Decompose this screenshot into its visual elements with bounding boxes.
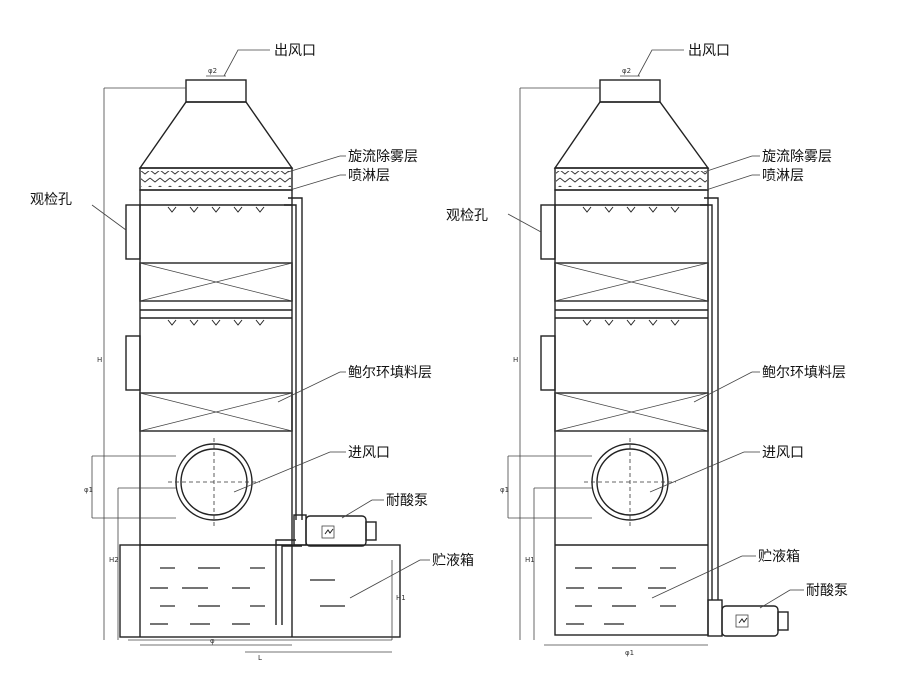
packing-bed-lower bbox=[139, 392, 293, 432]
pump-body-left bbox=[305, 515, 367, 547]
label-demister: 旋流除雾层 bbox=[762, 149, 832, 165]
label-inspection: 观检孔 bbox=[30, 192, 72, 208]
spray-nozzles-middle bbox=[582, 319, 680, 326]
pump-body-right bbox=[721, 605, 779, 637]
tower-body bbox=[139, 189, 293, 546]
tower-right: φ2 H φ1 H1 φ1 出风口 旋流除雾层 喷淋层 观检孔 鲍尔环填料层 进… bbox=[446, 43, 848, 657]
packing-bed-lower bbox=[554, 392, 709, 432]
dim-d1-left: φ1 bbox=[84, 486, 93, 494]
dim-d1-right: φ1 bbox=[500, 486, 509, 494]
dim-h-right: H bbox=[513, 356, 518, 364]
label-inlet: 进风口 bbox=[762, 445, 804, 461]
label-tank: 贮液箱 bbox=[432, 553, 474, 569]
inspection-port-upper bbox=[540, 204, 556, 260]
packing-bed-upper bbox=[139, 262, 293, 302]
spray-nozzles-middle bbox=[167, 319, 265, 326]
outlet-duct bbox=[599, 79, 661, 103]
packing-bed-upper bbox=[554, 262, 709, 302]
liquid-tank-left bbox=[119, 544, 401, 638]
label-outlet: 出风口 bbox=[274, 43, 316, 59]
tower-left: φ2 H φ1 H2 H1 φ L 出风口 旋流除雾层 喷淋层 观检孔 鲍尔环填… bbox=[30, 43, 474, 662]
dim-h-left: H bbox=[97, 356, 102, 364]
top-cone bbox=[138, 101, 294, 169]
label-tank: 贮液箱 bbox=[758, 549, 800, 565]
label-spray: 喷淋层 bbox=[348, 168, 390, 184]
label-outlet: 出风口 bbox=[688, 43, 730, 59]
spray-nozzles-top bbox=[582, 206, 680, 213]
inspection-port-lower bbox=[540, 335, 556, 391]
label-inspection: 观检孔 bbox=[446, 208, 488, 224]
dim-d2-right: φ2 bbox=[622, 67, 631, 75]
inspection-port-lower bbox=[125, 335, 141, 391]
dim-phi-left: φ bbox=[210, 637, 215, 645]
liquid-waves-left bbox=[150, 567, 345, 625]
label-spray: 喷淋层 bbox=[762, 168, 804, 184]
liquid-waves-right bbox=[566, 567, 676, 625]
spray-nozzles-top bbox=[167, 206, 265, 213]
label-pump: 耐酸泵 bbox=[386, 493, 428, 509]
label-demister: 旋流除雾层 bbox=[348, 149, 418, 165]
dim-h1-right: H1 bbox=[525, 556, 535, 564]
dim-d2-left: φ2 bbox=[208, 67, 217, 75]
label-packing: 鲍尔环填料层 bbox=[348, 365, 432, 381]
label-packing: 鲍尔环填料层 bbox=[762, 365, 846, 381]
label-pump: 耐酸泵 bbox=[806, 583, 848, 599]
dim-phi-right: φ1 bbox=[625, 649, 634, 657]
outlet-duct bbox=[185, 79, 247, 103]
dim-h2-left: H2 bbox=[109, 556, 119, 564]
inspection-port-upper bbox=[125, 204, 141, 260]
label-inlet: 进风口 bbox=[348, 445, 390, 461]
dim-h1-left: H1 bbox=[396, 594, 406, 602]
dim-l-left: L bbox=[258, 654, 262, 662]
top-cone bbox=[553, 101, 710, 169]
